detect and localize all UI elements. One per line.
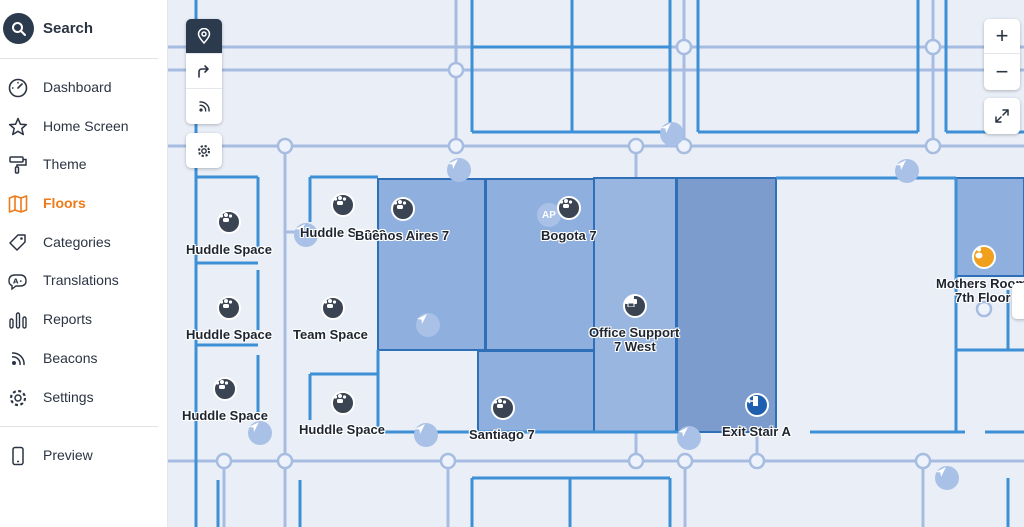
sidebar-item-label: Preview xyxy=(43,447,93,463)
room-label-santiago: Santiago 7 xyxy=(469,427,535,442)
beacons-layer-button[interactable] xyxy=(186,89,222,124)
navigation-arrow-icon xyxy=(416,313,440,337)
star-icon xyxy=(8,117,28,136)
sidebar-item-theme[interactable]: Theme xyxy=(0,146,166,182)
search-icon xyxy=(3,13,34,44)
sidebar-item-dashboard[interactable]: Dashboard xyxy=(0,69,166,105)
sidebar-item-label: Reports xyxy=(43,311,93,327)
sidebar-item-settings[interactable]: Settings xyxy=(0,379,166,415)
meeting-room-icon[interactable] xyxy=(331,193,355,217)
panel-toggle-tab[interactable] xyxy=(1012,283,1024,319)
divider xyxy=(0,426,158,427)
sidebar-item-preview[interactable]: Preview xyxy=(0,437,166,473)
navigation-arrow-icon xyxy=(294,223,318,247)
sidebar-item-label: Home Screen xyxy=(43,118,129,134)
sidebar-item-label: Translations xyxy=(43,272,119,288)
sidebar-item-reports[interactable]: Reports xyxy=(0,301,166,337)
divider xyxy=(0,58,158,59)
expand-icon xyxy=(995,109,1009,123)
navigation-arrow-icon xyxy=(414,423,438,447)
room-label-huddle-space: Huddle Space xyxy=(186,242,272,257)
paint-roller-icon xyxy=(9,156,27,174)
dashboard-gauge-icon xyxy=(8,78,28,98)
floor-map[interactable]: AP Huddle Space Huddle Space Huddle Spac… xyxy=(168,0,1024,527)
room-label-office-support-sub: 7 West xyxy=(614,339,656,354)
room-label-huddle-space: Huddle Space xyxy=(182,408,268,423)
exit-door-icon[interactable] xyxy=(745,393,769,417)
tag-icon xyxy=(9,234,26,251)
meeting-room-icon[interactable] xyxy=(331,391,355,415)
beacon-signal-icon xyxy=(199,100,210,112)
room-label-team-space: Team Space xyxy=(293,327,368,342)
meeting-room-icon[interactable] xyxy=(491,396,515,420)
navigation-arrow-icon xyxy=(935,466,959,490)
navigation-arrow-icon xyxy=(248,421,272,445)
meeting-room-icon[interactable] xyxy=(213,377,237,401)
sidebar-item-label: Floors xyxy=(43,195,86,211)
sidebar-item-categories[interactable]: Categories xyxy=(0,224,166,260)
directions-button[interactable] xyxy=(186,54,222,89)
svg-text:A: A xyxy=(13,278,19,286)
room-label-exit-stair: Exit Stair A xyxy=(722,424,791,439)
room-label-huddle-space: Huddle Space xyxy=(299,422,385,437)
zoom-controls: + − xyxy=(984,19,1020,90)
search-label: Search xyxy=(43,20,94,37)
meeting-room-icon[interactable] xyxy=(391,197,415,221)
sidebar: Search Dashboard Home Screen Theme Floor… xyxy=(0,0,168,527)
zoom-out-button[interactable]: − xyxy=(995,58,1009,84)
gear-icon xyxy=(198,144,210,157)
room-label-mothers-room: Mothers Room xyxy=(936,276,1024,291)
directions-arrow-icon xyxy=(198,65,209,78)
fullscreen-button[interactable] xyxy=(984,98,1020,134)
sidebar-item-label: Categories xyxy=(43,234,111,250)
printer-icon[interactable] xyxy=(623,294,647,318)
sidebar-item-beacons[interactable]: Beacons xyxy=(0,340,166,376)
svg-text:•: • xyxy=(19,279,23,286)
zoom-in-button[interactable]: + xyxy=(984,19,1020,54)
navigation-arrow-icon xyxy=(660,122,684,146)
sidebar-item-label: Theme xyxy=(43,156,87,172)
map-icon xyxy=(8,195,28,213)
sidebar-item-floors[interactable]: Floors xyxy=(0,185,166,221)
room-label-mothers-room-sub: 7th Floor xyxy=(955,290,1011,305)
meeting-room-icon[interactable] xyxy=(217,296,241,320)
navigation-arrow-icon xyxy=(677,426,701,450)
sidebar-item-label: Beacons xyxy=(43,350,98,366)
room-label-huddle-space: Huddle Space xyxy=(186,327,272,342)
map-settings-button[interactable] xyxy=(186,133,222,168)
meeting-room-icon[interactable] xyxy=(217,210,241,234)
room-label-office-support: Office Support xyxy=(589,325,680,340)
location-pin-icon xyxy=(197,28,211,44)
search-button[interactable]: Search xyxy=(0,0,168,58)
meeting-room-icon[interactable] xyxy=(321,296,345,320)
gear-icon xyxy=(9,389,27,407)
floor-plan-graphic xyxy=(168,0,1024,527)
bar-chart-icon xyxy=(9,312,27,329)
map-tool-group xyxy=(186,19,222,124)
navigation-arrow-icon xyxy=(895,159,919,183)
beacon-signal-icon xyxy=(11,352,25,366)
mothers-room-icon[interactable] xyxy=(972,245,996,269)
phone-icon xyxy=(12,446,24,466)
sidebar-item-label: Settings xyxy=(43,389,94,405)
sidebar-item-label: Dashboard xyxy=(43,79,112,95)
location-pin-button[interactable] xyxy=(186,19,222,54)
room-label-huddle-space: Huddle Space xyxy=(300,225,386,240)
sidebar-item-translations[interactable]: A• Translations xyxy=(0,262,166,298)
translate-icon: A• xyxy=(8,274,27,291)
room-label-buenos-aires: Buenos Aires 7 xyxy=(355,228,450,243)
sidebar-item-home-screen[interactable]: Home Screen xyxy=(0,108,166,144)
navigation-arrow-icon xyxy=(447,158,471,182)
meeting-room-icon[interactable] xyxy=(557,196,581,220)
room-label-bogota: Bogota 7 xyxy=(541,228,597,243)
